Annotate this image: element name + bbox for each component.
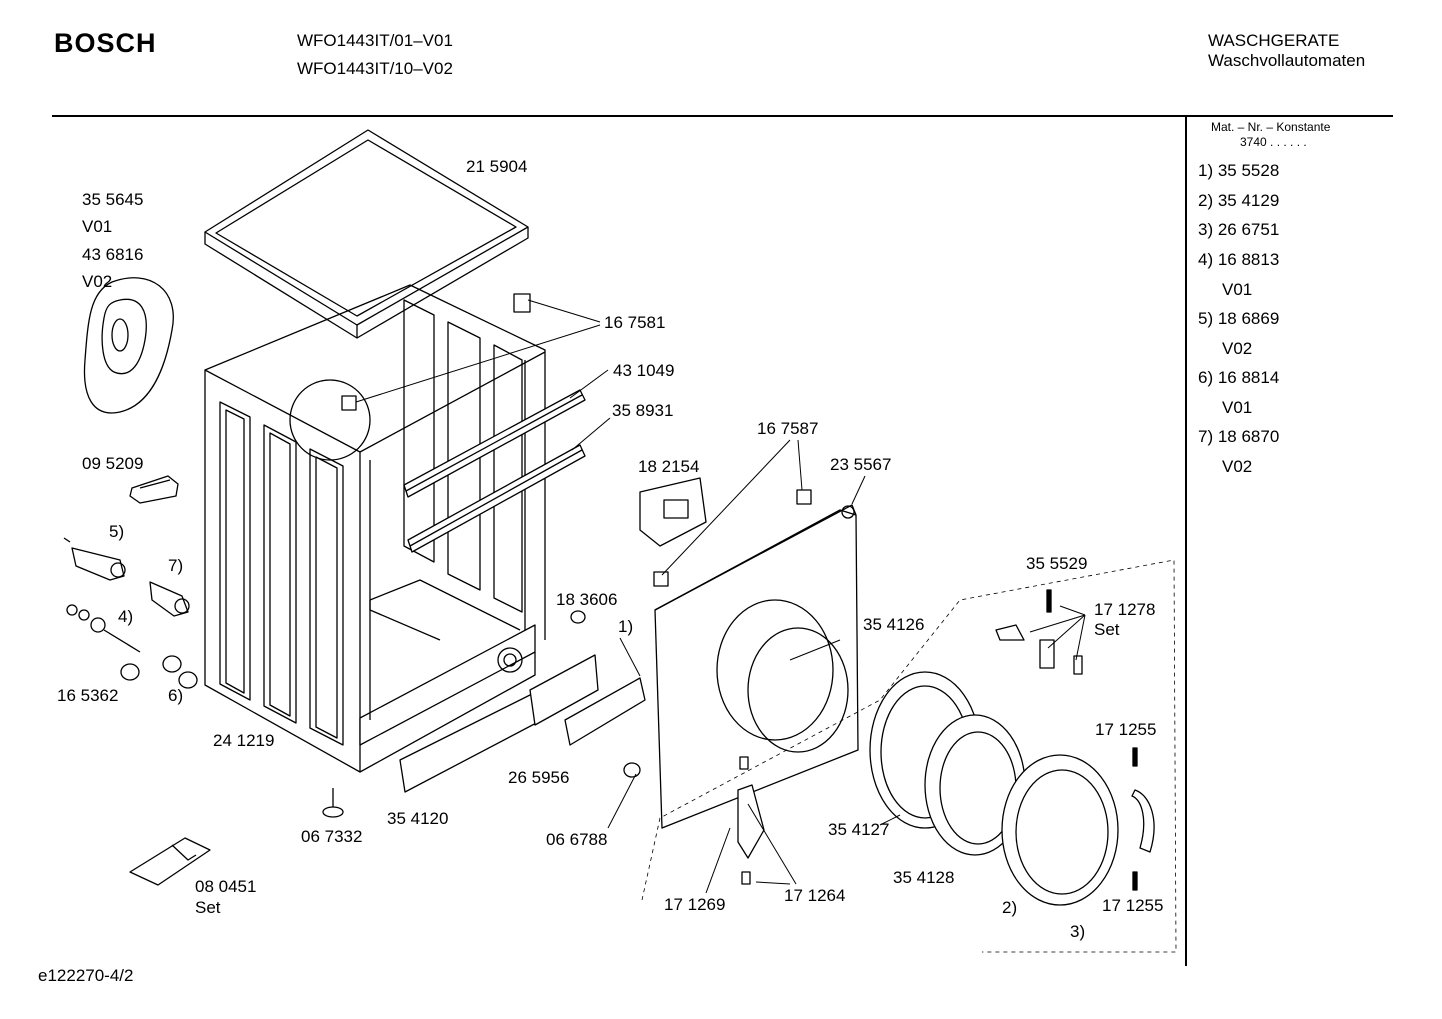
clip-part (341, 395, 357, 411)
sidebar-item: 1) 35 5528 (1198, 161, 1280, 180)
part-label: 06 7332 (301, 827, 363, 846)
bracket-part (129, 475, 179, 504)
cross-rail-lower (407, 444, 586, 553)
ref-label: 6) (168, 686, 184, 705)
shock-absorber-part (63, 537, 126, 581)
door-hinge-part (737, 756, 765, 885)
category-subtitle: Waschvollautomaten (1208, 51, 1366, 70)
knob-part (623, 762, 641, 778)
grommet-part (570, 610, 586, 624)
constant-value: 3740 . . . . . . (1240, 135, 1307, 149)
sidebar-item: V01 (1222, 398, 1253, 417)
part-label: 35 4128 (893, 868, 955, 887)
sidebar-item: 7) 18 6870 (1198, 427, 1280, 446)
model-code-2: WFO1443IT/10–V02 (297, 59, 453, 78)
part-label: V02 (82, 272, 113, 291)
document-id: e122270-4/2 (38, 966, 134, 985)
part-label: Set (1094, 620, 1120, 639)
door-ring-part (1001, 754, 1119, 906)
adjustable-foot-part (322, 788, 344, 818)
sidebar-item: 3) 26 6751 (1198, 220, 1280, 239)
part-label: 09 5209 (82, 454, 144, 473)
foot-part (120, 663, 140, 681)
sidebar-item: 6) 16 8814 (1198, 368, 1280, 387)
part-label: 08 0451 (195, 877, 257, 896)
screw-part (66, 604, 141, 653)
part-label: 43 6816 (82, 245, 144, 264)
sidebar-item: 2) 35 4129 (1198, 191, 1280, 210)
front-panel-part (654, 504, 859, 829)
part-label: 18 3606 (556, 590, 618, 609)
part-label: 18 2154 (638, 457, 700, 476)
part-label: 35 5645 (82, 190, 144, 209)
part-label: 16 5362 (57, 686, 119, 705)
rear-cover-part (83, 277, 174, 414)
part-label: 21 5904 (466, 157, 528, 176)
part-label: 17 1255 (1095, 720, 1157, 739)
part-label: 23 5567 (830, 455, 892, 474)
part-label: 43 1049 (613, 361, 675, 380)
part-label: 16 7587 (757, 419, 819, 438)
cross-rail-upper (403, 389, 586, 498)
sidebar-item: V02 (1222, 339, 1253, 358)
sidebar-item: V02 (1222, 457, 1253, 476)
sidebar-item: 4) 16 8813 (1198, 250, 1280, 269)
lock-kit-part (995, 589, 1083, 675)
ref-label: 4) (118, 607, 134, 626)
foot-part-6 (162, 655, 198, 689)
leader-lines (355, 299, 1086, 894)
absorber-foot-part (149, 581, 190, 617)
door-lock-part (639, 477, 707, 547)
part-label: 35 4127 (828, 820, 890, 839)
part-label: 35 5529 (1026, 554, 1088, 573)
clip-part (513, 293, 531, 313)
shim-part (129, 837, 211, 886)
ref-label: 1) (618, 617, 634, 636)
part-label: 16 7581 (604, 313, 666, 332)
lid-part (204, 129, 529, 339)
ref-label: 3) (1070, 922, 1086, 941)
ref-label: 2) (1002, 898, 1018, 917)
cabinet-part (204, 284, 546, 773)
assembly-boundary (641, 559, 1177, 953)
part-label: V01 (82, 217, 113, 236)
ref-label: 7) (168, 556, 184, 575)
door-handle-part (1131, 747, 1155, 891)
clip-part (796, 489, 812, 505)
part-label: Set (195, 898, 221, 917)
part-label: 17 1269 (664, 895, 726, 914)
ref-label: 5) (109, 522, 125, 541)
brand-logo: BOSCH (54, 28, 157, 58)
part-label: 35 8931 (612, 401, 674, 420)
constant-title: Mat. – Nr. – Konstante (1211, 120, 1331, 134)
part-label: 17 1278 (1094, 600, 1156, 619)
part-label: 17 1264 (784, 886, 846, 905)
clip-part (653, 571, 669, 587)
part-label: 06 6788 (546, 830, 608, 849)
part-label: 35 4126 (863, 615, 925, 634)
category-title: WASCHGERATE (1208, 31, 1340, 50)
detergent-drawer-part (529, 654, 646, 746)
sidebar-item: V01 (1222, 280, 1253, 299)
sidebar-item: 5) 18 6869 (1198, 309, 1280, 328)
part-label: 24 1219 (213, 731, 275, 750)
part-label: 17 1255 (1102, 896, 1164, 915)
model-code-1: WFO1443IT/01–V01 (297, 31, 453, 50)
part-label: 35 4120 (387, 809, 449, 828)
part-label: 26 5956 (508, 768, 570, 787)
